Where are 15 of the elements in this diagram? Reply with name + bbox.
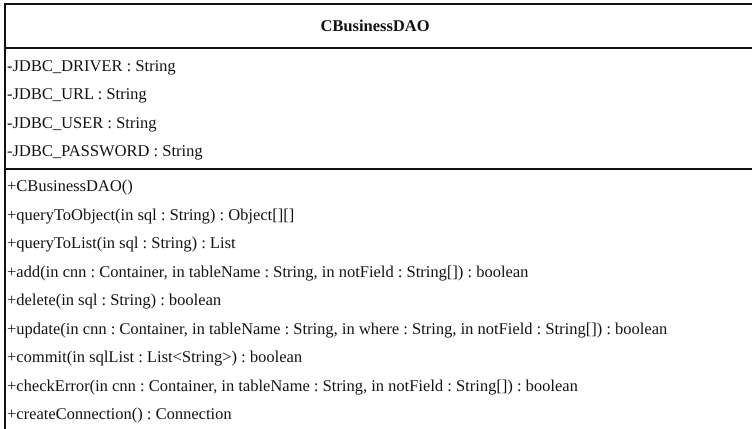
attribute-text: -JDBC_URL : String [7,84,147,104]
attribute-text: -JDBC_USER : String [7,112,156,132]
attribute-text: -JDBC_PASSWORD : String [7,140,203,160]
method-text: +CBusinessDAO() [7,176,133,196]
method-text: +add(in cnn : Container, in tableName : String, in notField : String[]) : boolean [7,262,528,281]
class-box [4,3,752,429]
method-text: +queryToObject(in sql : String) : Object[][] [7,204,294,224]
method-text: +queryToList(in sql : String) : List [7,233,236,252]
attribute-text: -JDBC_DRIVER : String [7,56,176,75]
class-name: CBusinessDAO [320,16,430,36]
method-text: +createConnection() : Connection [7,404,232,424]
method-text: +update(in cnn : Container, in tableName : String, in where : String, in notField : String[]) : boolean [7,318,668,338]
method-text: +delete(in sql : String) : boolean [7,290,222,310]
method-text: +checkError(in cnn : Container, in tableName : String, in notField : String[]) : boolean [7,376,578,395]
method-text: +commit(in sqlList : List<String>) : boolean [7,347,302,366]
